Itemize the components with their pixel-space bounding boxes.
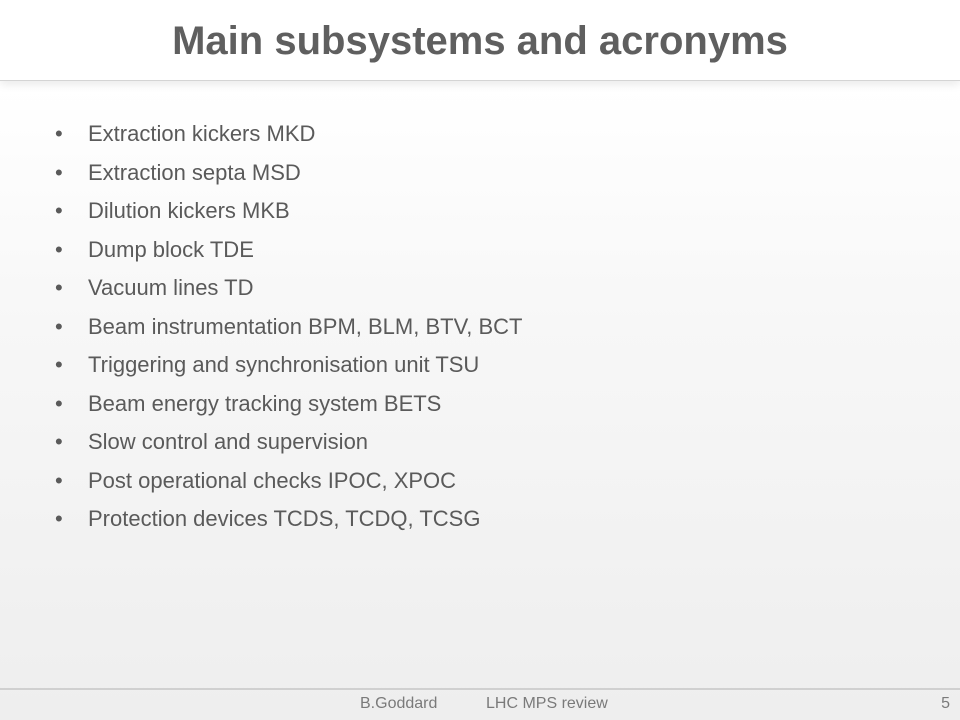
bullet-item: • Extraction kickers MKD: [55, 115, 522, 154]
bullet-item: • Beam instrumentation BPM, BLM, BTV, BCT: [55, 308, 522, 347]
bullet-text: Vacuum lines TD: [88, 275, 254, 300]
footer-author: B.Goddard: [360, 695, 438, 712]
bullet-icon: •: [55, 390, 63, 416]
bullet-text: Extraction kickers MKD: [88, 121, 316, 146]
footer-divider: [0, 688, 960, 690]
bullet-icon: •: [55, 159, 63, 185]
bullet-text: Post operational checks IPOC, XPOC: [88, 467, 457, 493]
slide-title: Main subsystems and acronyms: [172, 19, 788, 63]
bullet-text: Protection devices TCDS, TCDQ, TCSG: [88, 506, 481, 531]
bullet-text: Dump block TDE: [88, 236, 254, 262]
bullet-item: • Extraction septa MSD: [55, 154, 522, 193]
bullet-icon: •: [55, 506, 63, 531]
bullet-text: Dilution kickers MKB: [88, 198, 290, 223]
bullet-text: Beam energy tracking system BETS: [88, 390, 442, 416]
bullet-icon: •: [55, 313, 63, 339]
bullet-icon: •: [55, 352, 63, 377]
bullet-item: • Triggering and synchronisation unit TSU: [55, 346, 522, 385]
bullet-icon: •: [55, 121, 63, 146]
footer-event: LHC MPS review: [486, 695, 608, 712]
slide-number: 5: [941, 695, 950, 712]
bullet-item: • Post operational checks IPOC, XPOC: [55, 462, 522, 501]
bullet-item: • Protection devices TCDS, TCDQ, TCSG: [55, 500, 522, 539]
bullet-text: Slow control and supervision: [88, 429, 369, 454]
bullet-list: • Extraction kickers MKD • Extraction sept…: [55, 115, 522, 539]
bullet-item: • Dump block TDE: [55, 231, 522, 270]
bullet-item: • Vacuum lines TD: [55, 269, 522, 308]
bullet-icon: •: [55, 198, 63, 223]
bullet-text: Beam instrumentation BPM, BLM, BTV, BCT: [88, 313, 523, 339]
bullet-text: Triggering and synchronisation unit TSU: [88, 352, 480, 377]
bullet-item: • Beam energy tracking system BETS: [55, 385, 522, 424]
bullet-icon: •: [55, 429, 63, 454]
bullet-item: • Slow control and supervision: [55, 423, 522, 462]
bullet-icon: •: [55, 275, 63, 300]
bullet-item: • Dilution kickers MKB: [55, 192, 522, 231]
title-area: Main subsystems and acronyms: [0, 0, 960, 81]
bullet-icon: •: [55, 236, 63, 262]
bullet-text: Extraction septa MSD: [88, 159, 301, 185]
bullet-icon: •: [55, 467, 63, 493]
